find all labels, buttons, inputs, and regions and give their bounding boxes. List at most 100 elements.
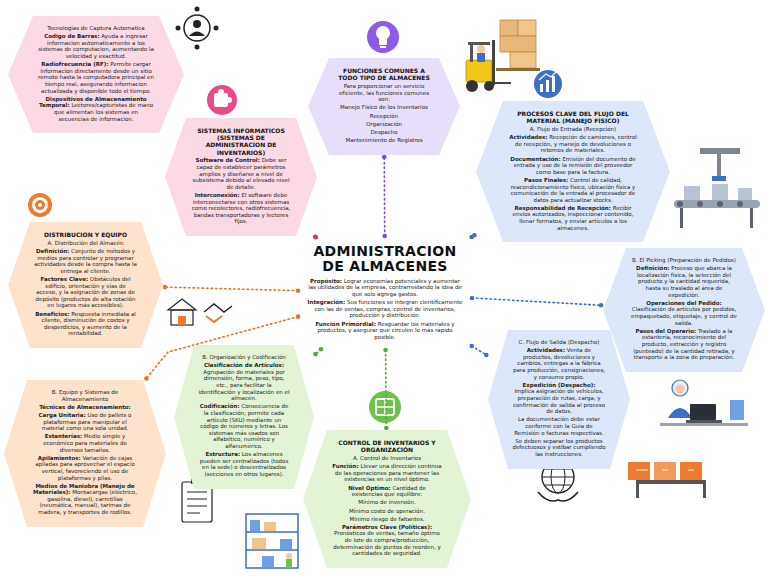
hexagon-fill <box>303 430 471 568</box>
gear-person-icon-part <box>214 26 219 31</box>
shelves-illustration-part <box>286 559 292 568</box>
boxes-illustration-part <box>636 480 706 484</box>
gear-person-icon <box>176 7 219 50</box>
building-handshake-icon-part <box>171 310 193 325</box>
conveyor-illustration-part <box>717 154 721 176</box>
node-heading: ADMINISTRACION DE ALMACENES <box>306 244 464 275</box>
text-lead: Pasos del Operario: <box>636 328 697 334</box>
shelves-illustration-part <box>286 553 292 559</box>
connector-dot <box>313 352 318 357</box>
conveyor-illustration-part <box>737 201 743 207</box>
woman-laptop-illustration-part <box>686 420 722 423</box>
inventory-icon-part <box>369 391 401 423</box>
inventory-icon-part <box>376 399 394 415</box>
gear-person-icon-part <box>195 7 200 12</box>
clipboard-icon-part <box>187 492 207 513</box>
text-lead: Responsabilidad de Recepción: <box>514 205 610 211</box>
hexagon-node: DISTRIBUCION Y EQUIPOA. Distribución del… <box>8 222 163 348</box>
puzzle-icon-part <box>214 93 228 107</box>
gear-person-icon-part <box>184 15 210 41</box>
connector-dot <box>313 235 318 240</box>
puzzle-icon-part <box>207 85 237 115</box>
node-text: Mantenimiento de Registros <box>334 137 434 144</box>
node-text: Mínimo riesgo de faltantes. <box>332 516 442 523</box>
dotted-connector <box>163 285 301 293</box>
conveyor-illustration-part <box>680 208 683 228</box>
boxes-illustration-part <box>654 462 676 480</box>
node-text: Integración: Sus funciones se integran c… <box>306 299 464 319</box>
lightbulb-icon-part <box>376 26 390 40</box>
shelves-illustration-part <box>262 556 274 567</box>
node-content: SISTEMAS INFORMATICOS (SISTEMAS DE ADMIN… <box>165 118 317 235</box>
node-text: Codificación: Consecuencia de la clasifi… <box>198 403 290 449</box>
node-text: C. Flujo de Salida (Despacho) <box>512 339 606 346</box>
node-text: Se deben separar los productos defectuos… <box>512 438 606 458</box>
lightbulb-icon <box>367 21 399 53</box>
globe-hands-icon-part <box>542 469 574 485</box>
node-text: Mínimo de inversión. <box>332 499 442 506</box>
forklift-illustration-part <box>500 20 518 36</box>
building-handshake-icon-part <box>168 299 196 310</box>
connector-dot <box>384 426 389 431</box>
text-lead: Definición: <box>636 265 669 271</box>
hexagon-fill <box>8 16 184 133</box>
hexagon-node: PROCESOS CLAVE DEL FLUJO DEL MATERIAL (M… <box>476 101 670 242</box>
shelves-illustration-part <box>246 514 298 568</box>
hexagon-node: B. Equipo y Sistemas de AlmacenamientoTé… <box>4 380 166 527</box>
hexagon-node: B. El Picking (Preparación de Pedidos)De… <box>603 248 765 372</box>
dotted-connector <box>469 344 488 358</box>
node-text: Para proporcionar un servicio eficiente,… <box>334 83 434 103</box>
text-lead: Pasos Finales: <box>524 177 568 183</box>
forklift-illustration-part <box>477 45 485 53</box>
hexagon-node: SISTEMAS INFORMATICOS (SISTEMAS DE ADMIN… <box>165 118 317 236</box>
forklift-illustration-part <box>477 53 485 62</box>
connector-path <box>165 287 298 291</box>
lightbulb-icon-part <box>379 38 387 45</box>
node-text: Interconexión: El software debe intercon… <box>191 192 291 225</box>
inventory-icon-part <box>376 399 394 415</box>
target-icon-part <box>38 203 42 207</box>
hexagon-fill <box>603 248 765 372</box>
node-text: Responsabilidad de Recepción: Recibir en… <box>509 205 637 231</box>
hexagon-node: Tecnologias de Captura AutomaticaCodigo … <box>8 16 184 133</box>
lightbulb-icon-part <box>367 21 399 53</box>
connector-dot <box>470 296 475 301</box>
boxes-illustration-part <box>636 484 639 498</box>
text-lead: Beneficios: <box>35 311 69 317</box>
text-lead: Nivel Óptimo: <box>348 485 390 491</box>
node-text: Carga Unitaria: Uso de pallets o platafo… <box>32 412 138 432</box>
forklift-illustration-part <box>468 42 490 45</box>
connector-path <box>472 298 601 305</box>
chart-icon-part <box>552 76 555 92</box>
text-lead: Operaciones del Pedido: <box>646 300 722 306</box>
text-lead: Codificación: <box>200 403 240 409</box>
text-lead: Codigo de Barras: <box>44 33 99 39</box>
node-content: DISTRIBUCION Y EQUIPOA. Distribución del… <box>8 222 163 347</box>
building-handshake-icon-part <box>206 316 222 322</box>
central-topic: ADMINISTRACION DE ALMACENES Propósito: Lo… <box>300 238 470 348</box>
node-text: Actividades: Recepción de camiones, cont… <box>509 134 637 154</box>
node-text: Expedición (Despacho): Implica asignació… <box>512 382 606 415</box>
forklift-illustration-part <box>510 52 536 68</box>
forklift-illustration-part <box>495 82 511 84</box>
node-text: Definición: Proceso que abarca la locali… <box>631 265 737 298</box>
node-text: Propósito: Lograr economías potenciales … <box>306 278 464 298</box>
node-content: CONTROL DE INVENTARIOS Y ORGANIZACIÓNA. … <box>303 430 471 567</box>
node-text: Estanterías: Medio simple y económico pa… <box>32 433 138 453</box>
woman-laptop-illustration-part <box>668 408 692 418</box>
text-lead: Documentación: <box>510 156 560 162</box>
hexagon-fill <box>174 345 314 489</box>
node-text: B. Equipo y Sistemas de Almacenamiento <box>32 389 138 402</box>
text-lead: Dispositivos de Almacenamiento Temporal: <box>39 96 147 109</box>
node-heading: SISTEMAS INFORMATICOS (SISTEMAS DE ADMIN… <box>191 127 291 156</box>
connector-path <box>385 350 387 428</box>
puzzle-icon-part <box>218 89 224 95</box>
node-content: B. Organización y CodificaciónClasificac… <box>174 345 314 488</box>
node-text: Parámetros Clave (Políticas): Pronóstico… <box>332 524 442 557</box>
chart-icon-part <box>534 70 562 98</box>
text-lead: Definición: <box>36 248 69 254</box>
shelves-illustration-part <box>250 520 260 531</box>
text-lead: Actividades: <box>527 347 565 353</box>
dotted-connector <box>382 155 387 239</box>
